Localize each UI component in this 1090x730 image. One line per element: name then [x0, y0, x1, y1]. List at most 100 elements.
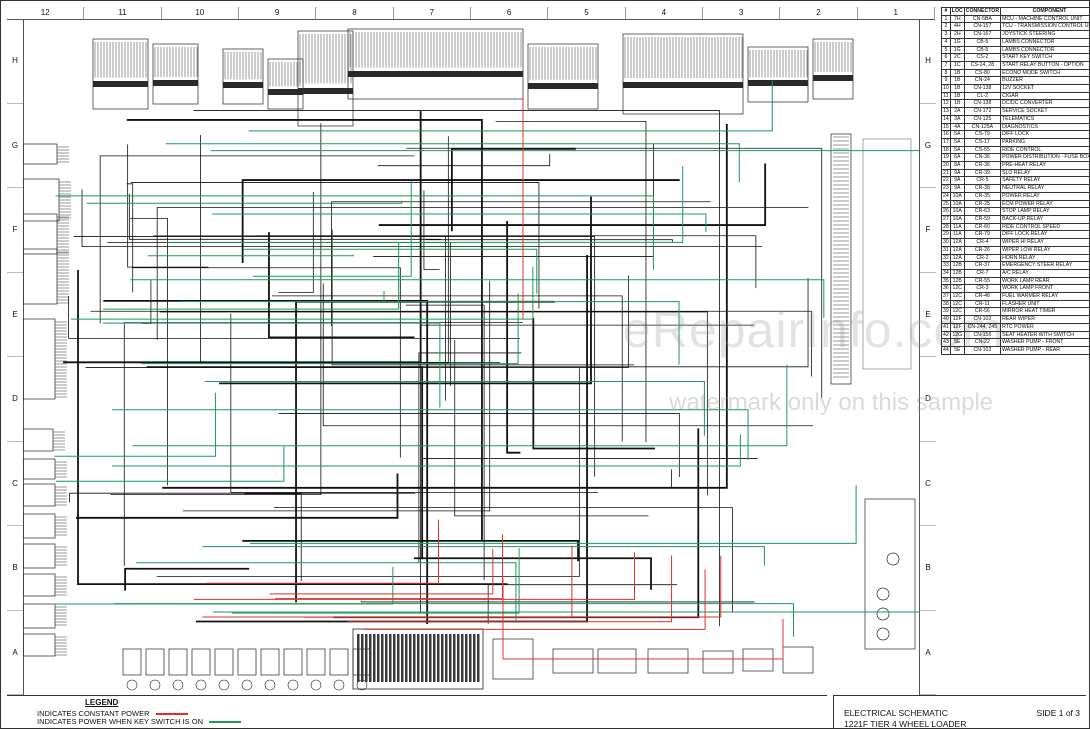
wire [279, 413, 680, 477]
fuse [421, 634, 424, 682]
relay-block [307, 649, 325, 675]
wire [379, 164, 765, 226]
table-cell: 1 [942, 15, 951, 23]
table-cell: 2A [950, 108, 964, 116]
table-cell: DC/DC CONVERTER [1001, 100, 1090, 108]
table-cell: 27 [942, 215, 951, 223]
table-cell: LAMBS CONNECTOR [1001, 38, 1090, 46]
table-cell: CS-24, 28 [964, 61, 1000, 69]
table-cell: 33 [942, 262, 951, 270]
table-cell: CR-60 [964, 223, 1000, 231]
table-cell: 6 [942, 54, 951, 62]
drawing-title: ELECTRICAL SCHEMATIC 1221F TIER 4 WHEEL … [844, 708, 966, 730]
wire [125, 569, 249, 591]
table-cell: 12G [950, 331, 964, 339]
table-cell: CR-25 [964, 200, 1000, 208]
relay-callout [219, 680, 229, 690]
column-zone-5: 5 [548, 7, 625, 19]
table-cell: 37 [942, 293, 951, 301]
fuse [369, 634, 372, 682]
table-cell: RIDE CONTROL SPEED [1001, 223, 1090, 231]
table-cell: NEUTRAL RELAY [1001, 185, 1090, 193]
fuse [365, 634, 368, 682]
table-header-cell: COMPONENT [1001, 8, 1090, 16]
sheet-side: SIDE 1 of 3 [1037, 708, 1080, 718]
connector-body [528, 83, 598, 89]
column-zone-6: 6 [471, 7, 548, 19]
connector-block [748, 47, 808, 102]
fuse [373, 634, 376, 682]
table-cell: EMERGENCY STEER RELAY [1001, 262, 1090, 270]
wire [272, 296, 622, 441]
row-zone-A: A [7, 611, 23, 696]
switched-power-wire [212, 214, 706, 232]
table-cell: MCU - MACHINE CONTROL UNIT [1001, 15, 1090, 23]
relay-block [123, 649, 141, 675]
table-cell: 40 [942, 316, 951, 324]
table-cell: CN-156 [964, 331, 1000, 339]
table-cell: 12B [950, 269, 964, 277]
table-cell: DIAGNOSTICS [1001, 123, 1090, 131]
wire [424, 190, 440, 269]
component-block [23, 179, 59, 221]
table-cell: WASHER PUMP - FRONT [1001, 339, 1090, 347]
wire [78, 270, 508, 584]
table-cell: FUEL WARMER RELAY [1001, 293, 1090, 301]
switch-block [743, 649, 773, 671]
table-cell: CR-55 [964, 277, 1000, 285]
component-block [23, 459, 55, 479]
wire [128, 145, 209, 268]
legend-switched-power: INDICATES POWER WHEN KEY SWITCH IS ON [37, 717, 241, 726]
row-zone-D: D [7, 357, 23, 442]
wire [452, 149, 576, 231]
table-cell: 31 [942, 246, 951, 254]
table-cell: CR-59 [964, 215, 1000, 223]
table-cell: 12 [942, 100, 951, 108]
table-cell: 9A [950, 169, 964, 177]
table-cell: CN-172 [964, 108, 1000, 116]
wire [82, 189, 762, 246]
row-zone-F: F [920, 188, 936, 273]
table-cell: CIGAR [1001, 92, 1090, 100]
table-cell: 41 [942, 323, 951, 331]
table-cell: CN-22 [964, 339, 1000, 347]
component-block [23, 484, 55, 506]
switch-symbol [877, 608, 889, 620]
table-cell: CR-79 [964, 231, 1000, 239]
table-cell: 11A [950, 231, 964, 239]
table-cell: RIDE CONTROL [1001, 146, 1090, 154]
table-cell: 12F [950, 316, 964, 324]
row-zone-A: A [920, 611, 936, 696]
constant-power-wire [270, 549, 493, 594]
table-cell: CB-5 [964, 38, 1000, 46]
fuse [389, 634, 392, 682]
table-cell: JOYSTICK STEERING [1001, 31, 1090, 39]
fuse [405, 634, 408, 682]
table-cell: BUZZER [1001, 77, 1090, 85]
table-cell: CS-55 [964, 146, 1000, 154]
fuse [429, 634, 432, 682]
table-cell: WASHER PUMP - REAR [1001, 346, 1090, 354]
table-cell: CR-37 [964, 262, 1000, 270]
relay-block [261, 649, 279, 675]
connector-body [223, 82, 263, 88]
table-cell: SERVICE SOCKET [1001, 108, 1090, 116]
wire [406, 148, 821, 397]
table-cell: CR-36 [964, 162, 1000, 170]
component-block [23, 429, 53, 451]
table-cell: CN-138 [964, 100, 1000, 108]
table-cell: RTC POWER [1001, 323, 1090, 331]
